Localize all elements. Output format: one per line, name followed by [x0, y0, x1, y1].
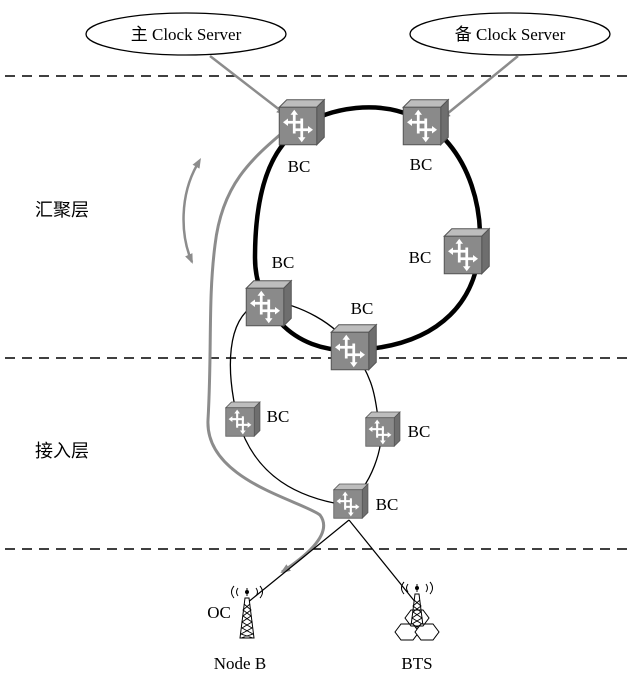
aggregation-layer-label: 汇聚层 — [35, 200, 89, 221]
link-node-b — [246, 519, 350, 604]
bc-switch-right — [442, 227, 491, 276]
bc-switch-access-bottom — [332, 483, 369, 520]
backup-clock-server: 备 Clock Server — [409, 12, 611, 56]
bc-switch-center — [329, 323, 378, 372]
link-bts — [348, 519, 417, 604]
primary-clock-server: 主 Clock Server — [85, 12, 287, 56]
bts-antenna-icon — [394, 581, 440, 641]
backup-sync-arrow — [440, 55, 519, 120]
bc-label: BC — [408, 422, 431, 441]
bc-switch-access-left — [224, 401, 261, 438]
bc-label: BC — [288, 157, 311, 176]
node-b-label: Node B — [214, 654, 266, 673]
bc-switch-left — [244, 279, 293, 328]
backup-clock-server-label: 备 Clock Server — [455, 25, 566, 44]
access-layer-label: 接入层 — [35, 441, 89, 462]
oc-label: OC — [207, 603, 231, 622]
primary-clock-server-label: 主 Clock Server — [131, 25, 242, 44]
bc-label: BC — [409, 248, 432, 267]
protection-switch-arrow-left — [182, 158, 201, 264]
bc-switch-primary — [277, 98, 326, 147]
clock-path-arrow — [206, 126, 326, 574]
bc-label: BC — [272, 253, 295, 272]
bc-switch-backup — [401, 98, 450, 147]
bc-switch-access-right — [364, 411, 401, 448]
bc-label: BC — [410, 155, 433, 174]
primary-sync-arrow — [209, 55, 287, 116]
bc-label: BC — [267, 407, 290, 426]
bts-label: BTS — [401, 654, 432, 673]
bc-label: BC — [351, 299, 374, 318]
bc-label: BC — [376, 495, 399, 514]
